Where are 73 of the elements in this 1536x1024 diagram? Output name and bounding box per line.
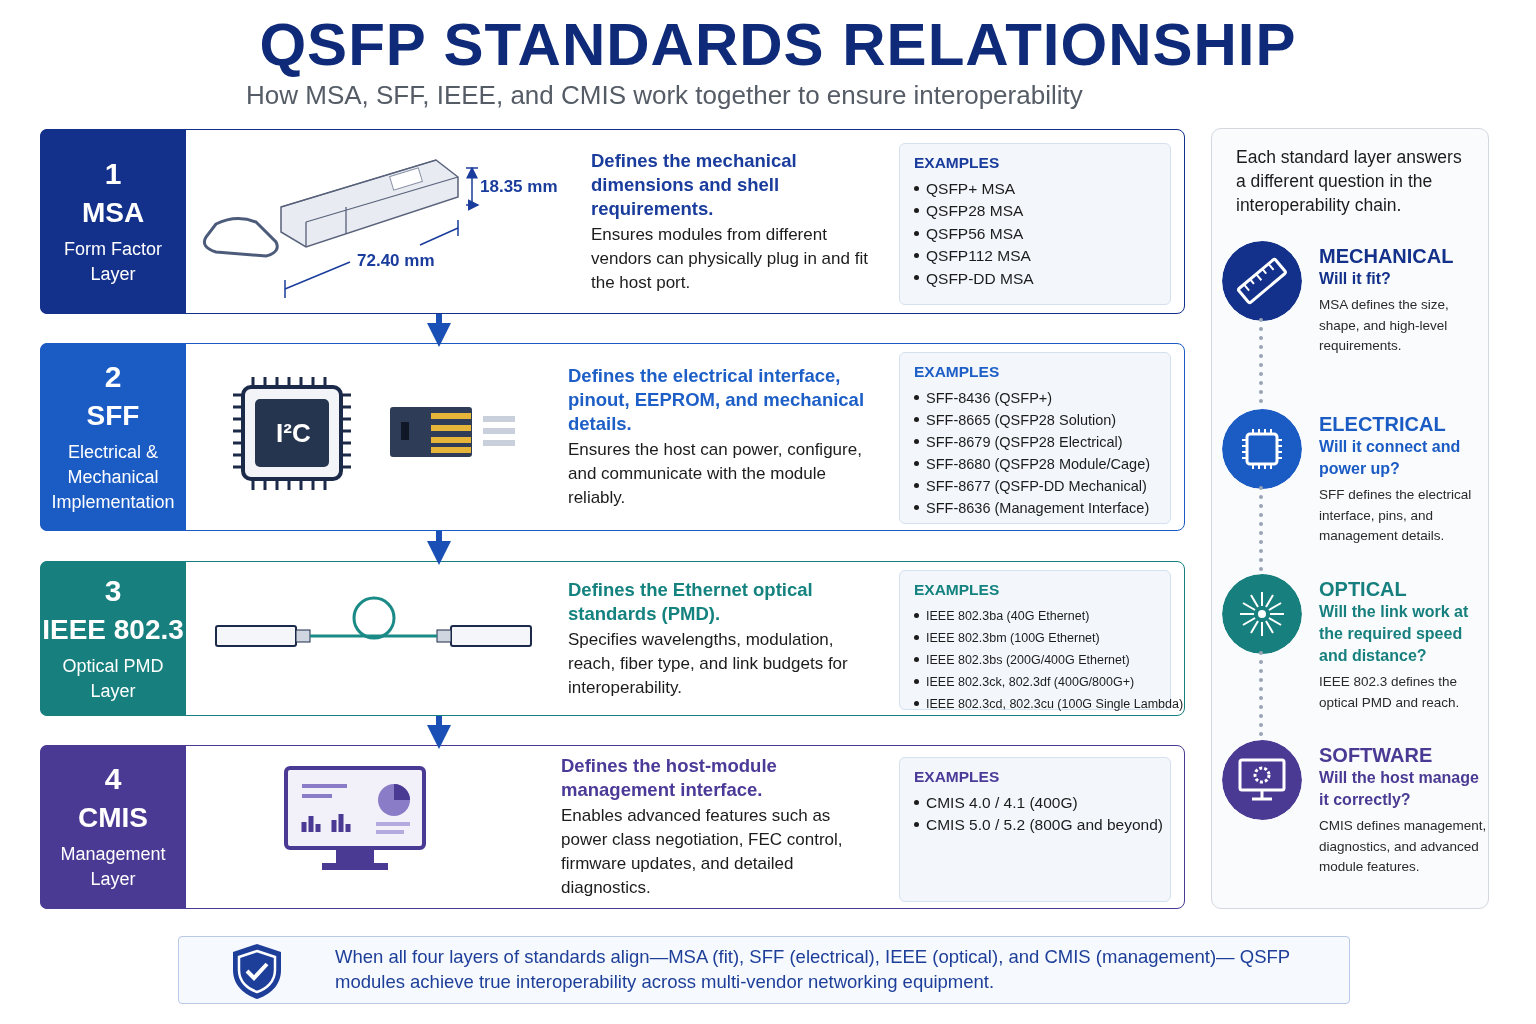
layer-subtitle: Electrical & Mechanical Implementation [50,440,176,514]
question-text: Will it connect and power up? [1319,437,1462,479]
layer-description: Ensures modules from different vendors can physically plug in and fit the host port. [591,223,869,294]
layer-card [40,561,1185,716]
question-heading: OPTICAL [1319,578,1408,601]
examples-panel [899,143,1171,305]
question-heading: ELECTRICAL [1319,413,1447,436]
layer-number: 1 [104,156,122,191]
question-description: MSA defines the size, shape, and high-level requirements. [1319,296,1450,355]
layer-name: CMIS [78,802,148,834]
example-item: QSFP+ MSA [926,180,1016,197]
dimension-label: 18.35 mm [480,177,558,197]
layer-number: 3 [104,573,122,608]
layer-subtitle: Form Factor Layer [63,237,163,286]
example-item: IEEE 802.3ba (40G Ethernet) [926,609,1090,623]
down-arrow [427,716,451,749]
examples-panel [899,757,1171,902]
example-item: QSFP112 MSA [926,247,1031,265]
layer-description: Enables advanced features such as power class negotiation, FEC control, firmware updates, and detailed diagnostics. [561,805,844,899]
layer-subtitle: Optical PMD Layer [61,654,165,703]
side-panel [1211,128,1489,909]
question-heading: SOFTWARE [1319,744,1434,767]
examples-heading: EXAMPLES [914,768,1001,786]
layer-subtitle: Management Layer [59,843,167,891]
down-arrow [427,314,451,347]
question-text: Will the link work at the required speed and distance? [1319,602,1470,666]
layer-name: SFF [86,399,140,432]
example-item: SFF-8665 (QSFP28 Solution) [926,412,1117,428]
example-item: IEEE 802.3bm (100G Ethernet) [926,631,1100,645]
example-item: QSFP56 MSA [926,224,1024,242]
question-description: IEEE 802.3 defines the optical PMD and reach. [1319,673,1461,712]
example-item: SFF-8436 (QSFP+) [926,390,1053,406]
layer-name: MSA [81,196,145,229]
layer-number: 2 [104,359,122,394]
question-heading: MECHANICAL [1319,245,1455,268]
layer-description: Specifies wavelengths, modulation, reach, fiber type, and link budgets for interoperability. [568,628,849,699]
down-arrow [427,531,451,565]
example-item: SFF-8677 (QSFP-DD Mechanical) [926,478,1147,494]
layer-card [40,129,1185,314]
example-item: QSFP-DD MSA [926,269,1034,287]
chip-label: I²C [276,418,311,449]
examples-heading: EXAMPLES [914,581,1001,599]
layer-name: IEEE 802.3 [42,613,184,646]
example-item: CMIS 4.0 / 4.1 (400G) [926,794,1078,811]
title: QSFP STANDARDS RELATIONSHIP [258,10,1298,79]
question-description: SFF defines the electrical interface, pins, and management details. [1319,486,1473,545]
summary-text: When all four layers of standards align—MSA (fit), SFF (electrical), IEEE (optical), and CMIS (management)— QSFP modules achieve true interoperability across multi-vendor networking equipment. [335,945,1291,994]
example-item: SFF-8679 (QSFP28 Electrical) [926,434,1123,450]
example-item: SFF-8680 (QSFP28 Module/Cage) [926,456,1151,472]
example-item: IEEE 802.3cd, 802.3cu (100G Single Lambda) [926,697,1184,711]
example-item: QSFP28 MSA [926,202,1024,220]
layer-heading: Defines the electrical interface, pinout, EEPROM, and mechanical details. [568,364,866,436]
example-item: IEEE 802.3ck, 802.3df (400G/800G+) [926,675,1135,689]
examples-heading: EXAMPLES [914,154,1001,172]
subtitle: How MSA, SFF, IEEE, and CMIS work together to ensure interoperability [246,80,1083,111]
example-item: IEEE 802.3bs (200G/400G Ethernet) [926,653,1130,667]
layer-card [40,343,1185,531]
layer-heading: Defines the Ethernet optical standards (PMD). [568,577,814,626]
question-text: Will it fit? [1319,269,1392,289]
layer-heading: Defines the mechanical dimensions and shell requirements. [591,148,798,221]
examples-heading: EXAMPLES [914,363,1001,381]
layer-heading: Defines the host-module management interface. [561,754,778,802]
layer-number: 4 [104,762,122,796]
examples-panel [899,352,1171,524]
dimension-label: 72.40 mm [357,251,435,271]
example-item: SFF-8636 (Management Interface) [926,500,1150,516]
example-item: CMIS 5.0 / 5.2 (800G and beyond) [926,816,1163,833]
panel-intro: Each standard layer answers a different question in the interoperability chain. [1236,146,1463,217]
layer-description: Ensures the host can power, configure, and communicate with the module reliably. [568,439,863,509]
summary-banner [178,936,1350,1004]
question-description: CMIS defines management, diagnostics, and advanced module features. [1319,817,1488,876]
layer-card [40,745,1185,909]
question-text: Will the host manage it correctly? [1319,768,1480,810]
